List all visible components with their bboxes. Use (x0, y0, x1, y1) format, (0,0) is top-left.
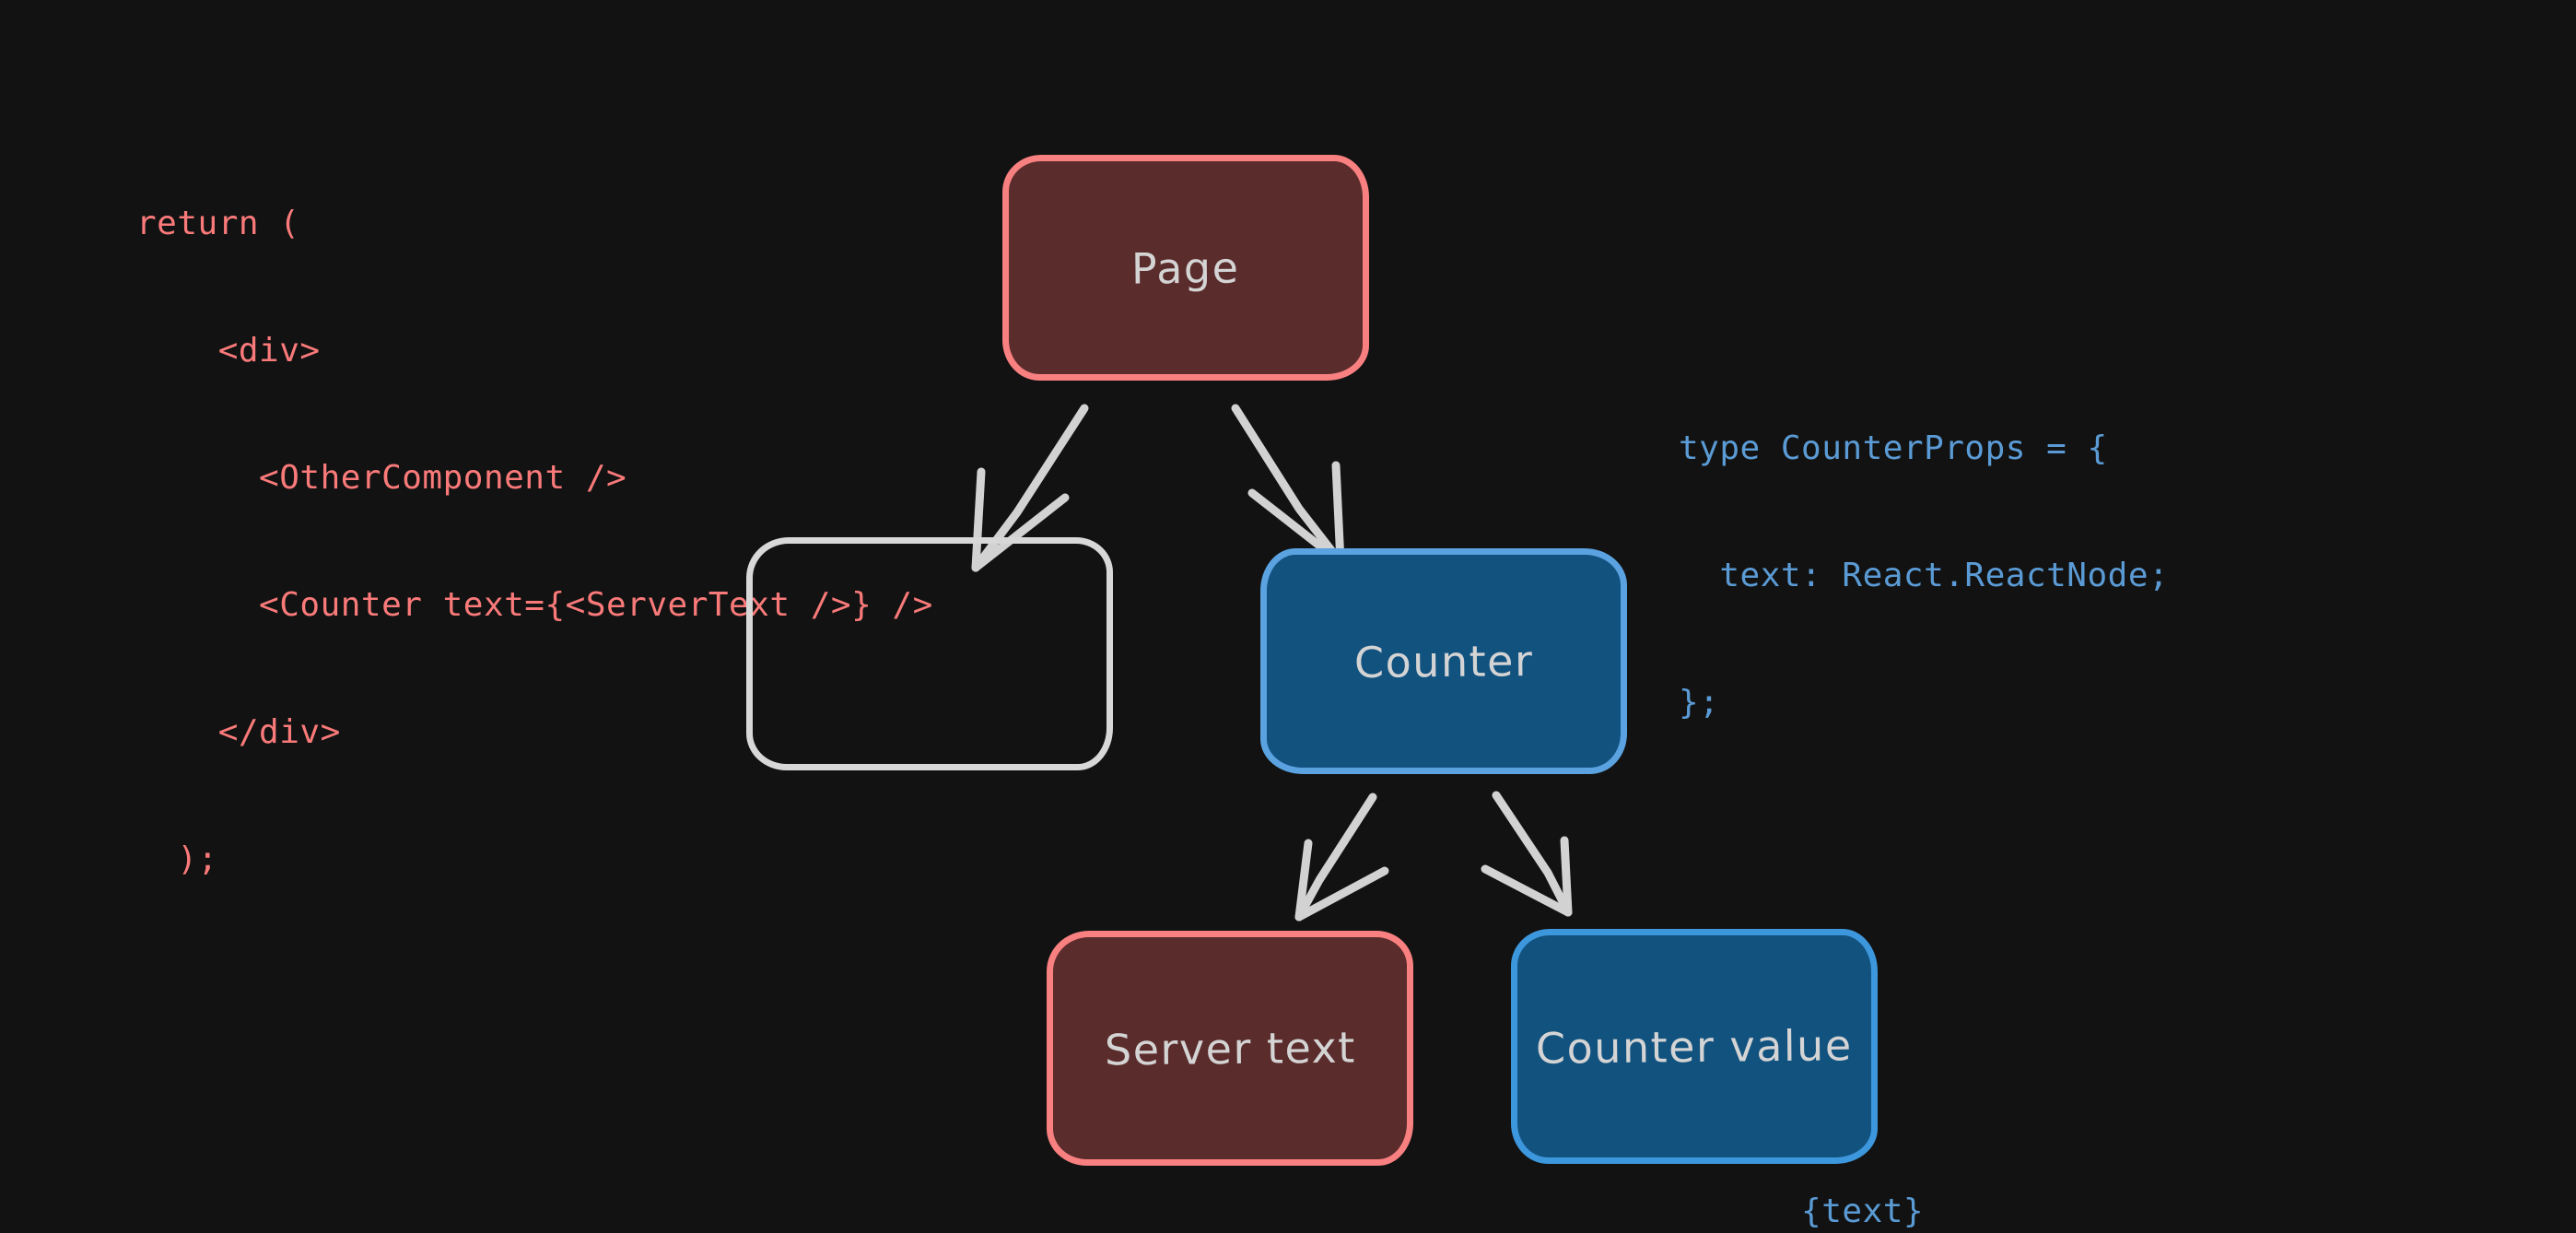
code-line: <Counter text={<ServerText />} /> (136, 586, 933, 624)
node-counter-label: Counter (1353, 635, 1534, 687)
node-counter[interactable]: Counter (1260, 548, 1627, 774)
arrow-page-to-counter (1231, 404, 1345, 567)
node-page-label: Page (1131, 241, 1240, 294)
node-counter-value-label: Counter value (1535, 1019, 1854, 1074)
code-line: <div> (136, 332, 321, 370)
node-other-component[interactable] (746, 537, 1113, 770)
code-line: {text} (1679, 1192, 1925, 1230)
code-line: return ( (136, 205, 300, 242)
code-blank-line (1679, 809, 2414, 851)
arrow-counter-to-counter-value (1481, 791, 1573, 917)
code-line: text: React.ReactNode; (1679, 557, 2170, 594)
node-page[interactable]: Page (1002, 155, 1369, 381)
node-server-text-label: Server text (1104, 1022, 1356, 1074)
arrow-counter-to-server-text (1294, 793, 1389, 922)
node-server-text[interactable]: Server text (1047, 931, 1413, 1166)
code-line: </div> (136, 713, 341, 751)
code-block-left: return ( <div> <OtherComponent /> <Count… (136, 118, 933, 966)
code-line: ); (136, 840, 218, 878)
code-line: }; (1679, 684, 1720, 722)
node-counter-value[interactable]: Counter value (1511, 929, 1878, 1164)
code-line: type CounterProps = { (1679, 429, 2108, 467)
code-line: <OtherComponent /> (136, 459, 627, 497)
